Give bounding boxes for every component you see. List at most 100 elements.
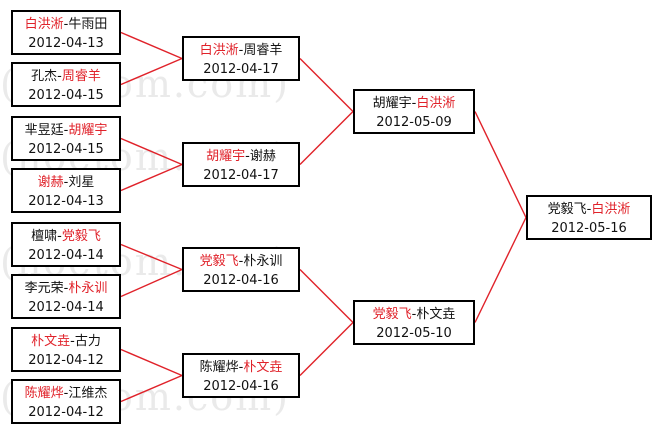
separator: - [238,254,244,269]
match-players: 陈耀烨-朴文垚 [184,358,298,377]
match-players: 陈耀烨-江维杰 [13,384,119,403]
match-date: 2012-04-15 [28,142,104,157]
player-name: 胡耀宇 [206,149,246,164]
match-date: 2012-05-09 [376,115,452,130]
separator: - [238,43,244,58]
player-name: 李元荣 [24,281,64,296]
separator: - [57,69,62,84]
match-players: 党毅飞-朴永训 [184,252,298,271]
player-name: 周睿羊 [243,43,283,58]
player-name: 党毅飞 [547,202,587,217]
match-players: 白洪淅-周睿羊 [184,41,298,60]
player-name: 谢赫 [249,149,276,164]
player-name: 周睿羊 [61,69,101,84]
match-box: 胡耀宇-谢赫 2012-04-17 [182,142,300,187]
match-box: 胡耀宇-白洪淅 2012-05-09 [353,89,475,134]
player-name: 孔杰 [31,69,58,84]
match-date: 2012-04-16 [203,379,279,394]
match-box: 谢赫-刘星 2012-04-13 [11,168,121,213]
separator: - [238,360,244,375]
player-name: 古力 [74,334,101,349]
separator: - [411,96,417,111]
match-box: 芈昱廷-胡耀宇 2012-04-15 [11,116,121,161]
match-box: 檀啸-党毅飞 2012-04-14 [11,222,121,267]
match-players: 白洪淅-牛雨田 [13,15,119,34]
match-box: 陈耀烨-朴文垚 2012-04-16 [182,353,300,398]
match-date: 2012-04-13 [28,36,104,51]
player-name: 白洪淅 [591,202,631,217]
separator: - [411,307,417,322]
player-name: 牛雨田 [68,17,108,32]
connector-line [120,163,183,192]
player-name: 白洪淅 [24,17,64,32]
separator: - [586,202,592,217]
separator: - [57,229,62,244]
match-players: 朴文垚-古力 [13,332,119,351]
match-date: 2012-04-12 [28,353,104,368]
match-players: 党毅飞-朴文垚 [355,305,473,324]
connector-line [120,374,183,403]
match-date: 2012-05-16 [551,221,627,236]
player-name: 党毅飞 [61,229,101,244]
match-date: 2012-04-17 [203,168,279,183]
connector-line [299,111,354,165]
player-name: 刘星 [68,175,95,190]
connector-line [299,269,354,323]
separator: - [245,149,250,164]
match-box: 朴文垚-古力 2012-04-12 [11,327,121,372]
match-box: 党毅飞-白洪淅 2012-05-16 [526,195,652,240]
player-name: 江维杰 [68,386,108,401]
match-players: 胡耀宇-白洪淅 [355,94,473,113]
match-players: 党毅飞-白洪淅 [528,200,650,219]
separator: - [63,17,69,32]
player-name: 陈耀烨 [24,386,64,401]
separator: - [63,386,69,401]
player-name: 党毅飞 [372,307,412,322]
match-date: 2012-04-14 [28,248,104,263]
separator: - [63,281,69,296]
match-date: 2012-04-14 [28,300,104,315]
connector-line [474,217,527,323]
match-box: 党毅飞-朴永训 2012-04-16 [182,247,300,292]
match-players: 孔杰-周睿羊 [13,67,119,86]
separator: - [63,123,69,138]
match-box: 白洪淅-周睿羊 2012-04-17 [182,36,300,81]
player-name: 朴永训 [243,254,283,269]
match-players: 芈昱廷-胡耀宇 [13,121,119,140]
match-box: 李元荣-朴永训 2012-04-14 [11,274,121,319]
separator: - [63,175,69,190]
connector-line [299,58,354,112]
player-name: 白洪淅 [416,96,456,111]
match-box: 陈耀烨-江维杰 2012-04-12 [11,379,121,424]
player-name: 朴文垚 [416,307,456,322]
player-name: 朴文垚 [31,334,71,349]
match-players: 胡耀宇-谢赫 [184,147,298,166]
match-box: 白洪淅-牛雨田 2012-04-13 [11,10,121,55]
match-date: 2012-04-17 [203,62,279,77]
match-date: 2012-05-10 [376,326,452,341]
player-name: 朴永训 [68,281,108,296]
player-name: 胡耀宇 [372,96,412,111]
match-players: 李元荣-朴永训 [13,279,119,298]
player-name: 白洪淅 [199,43,239,58]
match-date: 2012-04-15 [28,88,104,103]
match-date: 2012-04-16 [203,273,279,288]
connector-line [120,243,183,271]
player-name: 朴文垚 [243,360,283,375]
player-name: 胡耀宇 [68,123,108,138]
match-players: 谢赫-刘星 [13,173,119,192]
player-name: 陈耀烨 [199,360,239,375]
connector-line [120,268,183,298]
match-box: 党毅飞-朴文垚 2012-05-10 [353,300,475,345]
connector-line [474,111,527,218]
separator: - [70,334,75,349]
player-name: 党毅飞 [199,254,239,269]
match-date: 2012-04-13 [28,194,104,209]
player-name: 芈昱廷 [24,123,64,138]
match-date: 2012-04-12 [28,405,104,420]
connector-line [120,348,183,377]
player-name: 檀啸 [31,229,58,244]
player-name: 谢赫 [37,175,64,190]
match-box: 孔杰-周睿羊 2012-04-15 [11,62,121,107]
